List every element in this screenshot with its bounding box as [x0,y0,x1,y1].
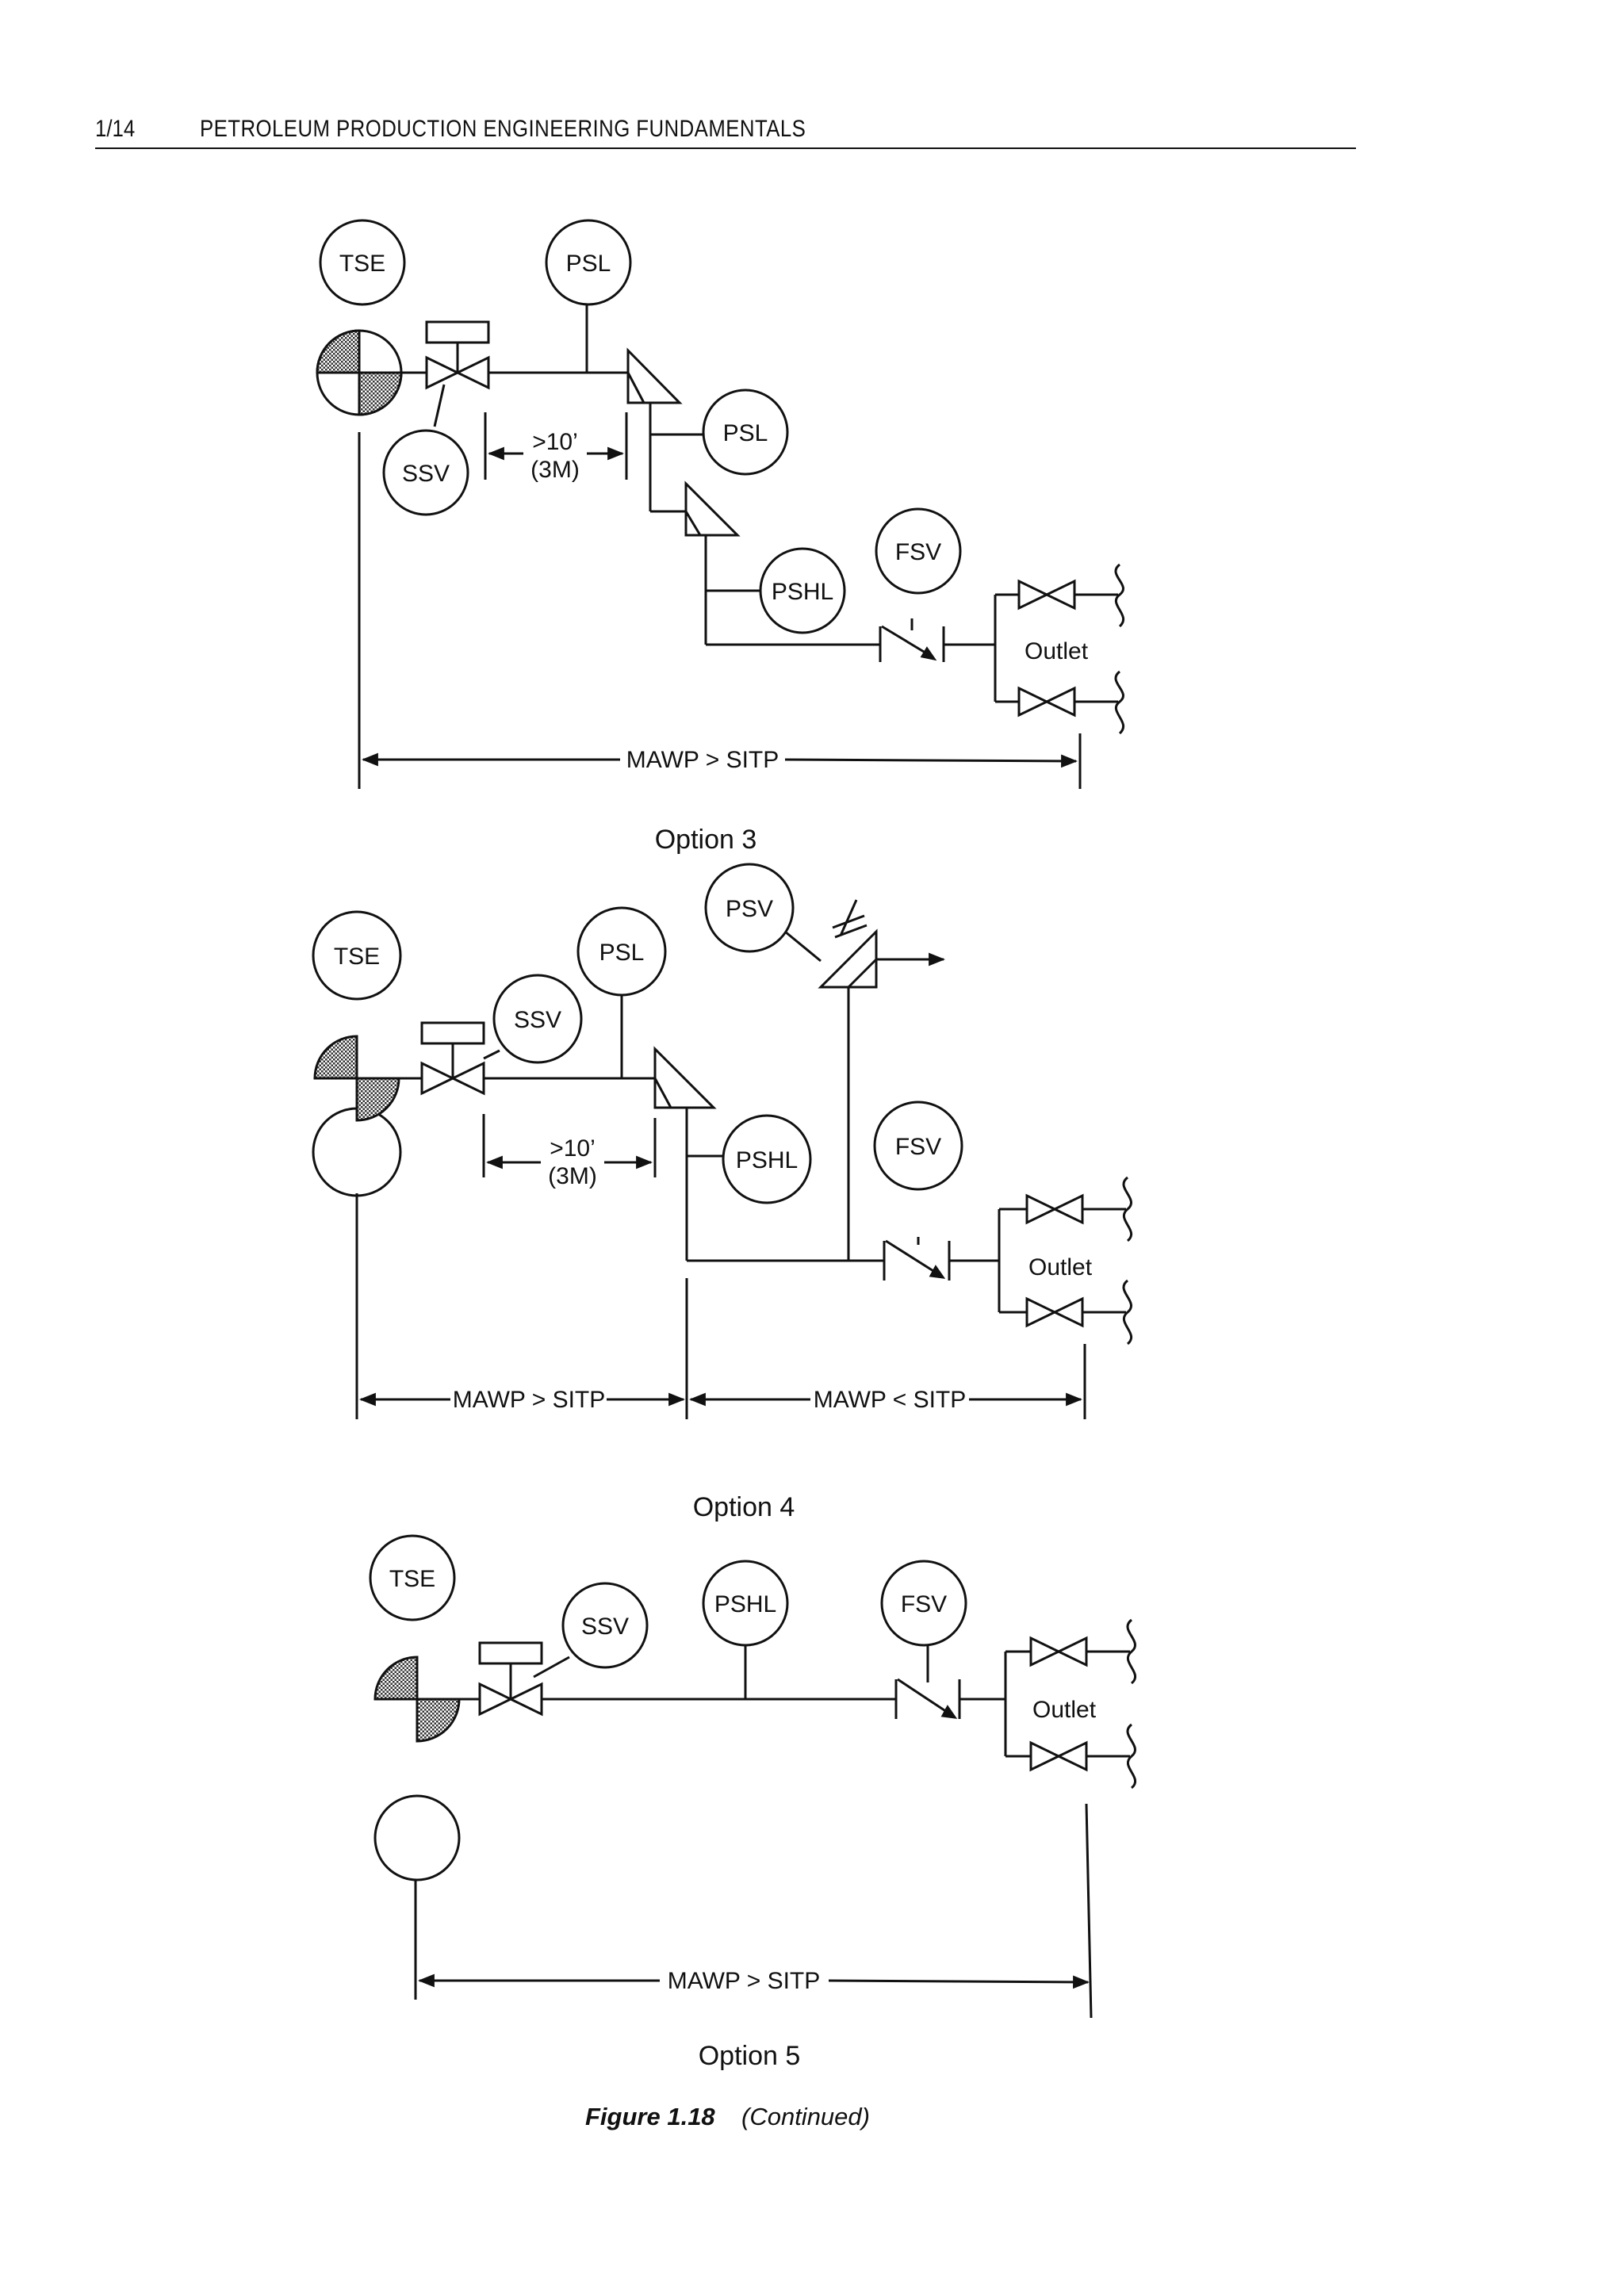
header-rule [95,147,1356,149]
option-3-labels: TSE PSL SSV PSL PSHL FSV Outlet >10’ (3M… [339,251,1089,855]
distance-value: >10’ [532,429,578,455]
figure-note: (Continued) [741,2103,870,2130]
psv-bubble [704,863,795,953]
distance-value: >10’ [550,1135,596,1162]
option-caption: Option 3 [655,825,757,855]
ssv-valve [478,1641,543,1717]
psl-bubble [702,389,789,476]
outlet-valve-upper [1029,1636,1088,1667]
outlet-valve-lower [1029,1740,1088,1772]
option-caption: Option 4 [693,1492,795,1522]
option-5-labels: TSE SSV PSHL FSV Outlet MAWP > SITP Opti… [389,1566,1097,2071]
outlet-valve-lower [1017,686,1076,718]
pshl-label: PSHL [714,1591,776,1617]
outlet-label: Outlet [1032,1697,1097,1723]
psl-bubble [545,219,632,306]
psl-label: PSL [566,251,611,277]
ssv-valve [425,320,490,390]
tse-label: TSE [339,251,385,277]
pshl-bubble [702,1560,789,1647]
tse-bubble [369,1534,456,1621]
outlet-valve-upper [1017,579,1076,611]
wellhead-symbol [312,1035,422,1197]
page-header: 1/14 PETROLEUM PRODUCTION ENGINEERING FU… [95,111,1356,151]
fsv-bubble [880,1560,967,1647]
tse-bubble [312,910,402,1001]
pshl-label: PSHL [772,579,833,605]
ssv-label: SSV [581,1614,629,1640]
fsv-bubble [873,1101,963,1191]
outlet-label: Outlet [1028,1254,1093,1280]
tse-label: TSE [389,1566,435,1592]
option-4-diagram [312,863,1133,1419]
option-3-diagram [316,219,1125,789]
span-label: MAWP > SITP [453,1387,606,1413]
psv-label: PSV [726,896,773,922]
ssv-bubble [492,974,583,1064]
wellhead-symbol [373,1656,480,1881]
pshl-label: PSHL [736,1147,798,1173]
span-label: MAWP > SITP [668,1968,821,1994]
tse-bubble [319,219,406,306]
tse-label: TSE [334,944,380,970]
option-4-labels: TSE PSL SSV PSV PSHL FSV Outlet >10’ (3M… [334,896,1093,1522]
span-label: MAWP > SITP [626,747,779,773]
distance-metric: (3M) [548,1163,597,1189]
psl-label: PSL [723,420,768,446]
psl-bubble [576,906,667,997]
option-caption: Option 5 [699,2041,801,2071]
span-label: MAWP < SITP [814,1387,967,1413]
ssv-label: SSV [402,461,450,487]
wellhead-symbol [316,329,403,416]
figure-caption: Figure 1.18 (Continued) [585,2103,870,2130]
distance-metric: (3M) [530,457,580,483]
outlet-label: Outlet [1025,638,1089,664]
pshl-bubble [722,1114,812,1204]
book-title: PETROLEUM PRODUCTION ENGINEERING FUNDAME… [200,116,806,142]
fsv-label: FSV [895,1134,941,1160]
page-number: 1/14 [95,116,136,142]
psl-label: PSL [599,940,645,966]
ssv-bubble [382,429,469,516]
outlet-valve-lower [1025,1296,1084,1328]
option-5-diagram [369,1534,1137,2019]
outlet-valve-upper [1025,1193,1084,1225]
figure-number: Figure 1.18 [585,2103,715,2130]
fsv-bubble [875,507,962,595]
pshl-bubble [759,547,846,634]
ssv-valve [420,1021,485,1096]
fsv-label: FSV [901,1591,947,1617]
ssv-bubble [561,1582,649,1669]
ssv-label: SSV [514,1007,561,1033]
fsv-label: FSV [895,539,941,565]
